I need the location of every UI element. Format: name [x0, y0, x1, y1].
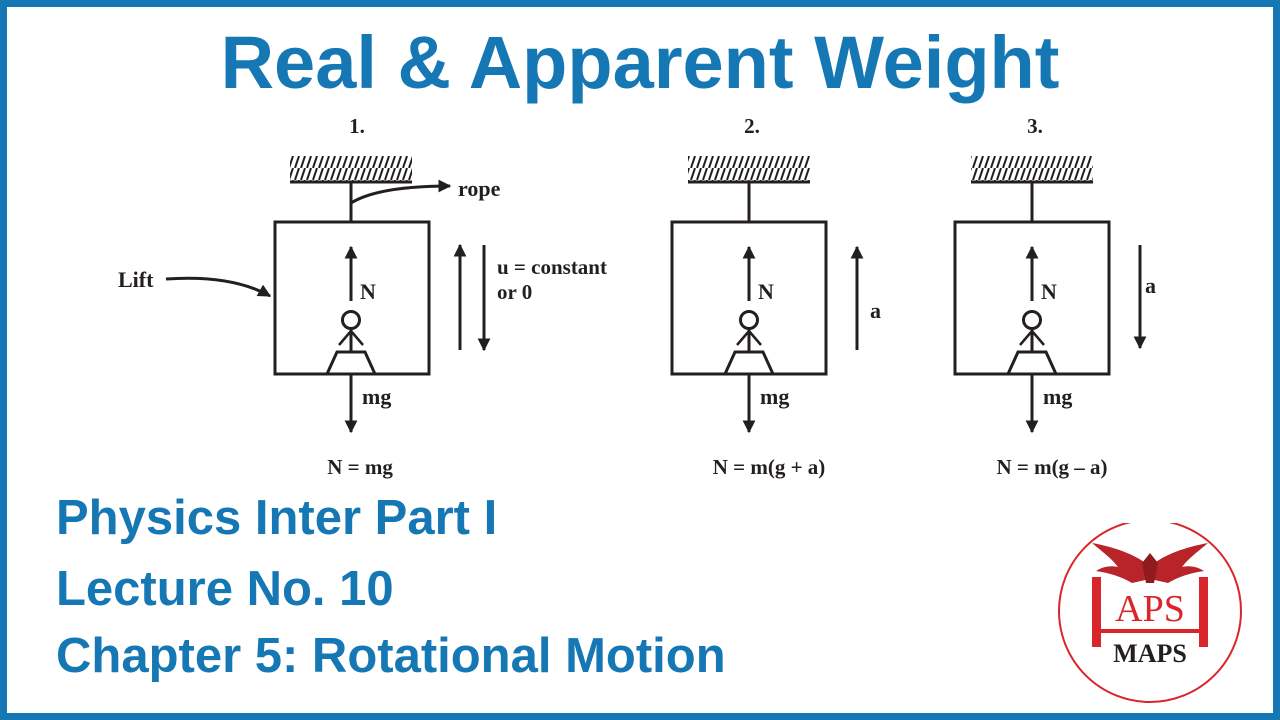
person-leg-left	[1019, 330, 1033, 346]
person-leg-left	[338, 330, 352, 346]
rope-pointer-arrow	[350, 179, 452, 205]
weighing-scale	[722, 350, 776, 376]
logo-name: MAPS	[1113, 639, 1187, 668]
lift-label: Lift	[118, 267, 154, 292]
person-leg-right	[1031, 330, 1045, 346]
weighing-scale	[324, 350, 378, 376]
panel-1-number: 1.	[349, 114, 365, 138]
panel-3: 3. N mg a N = m(g – a)	[953, 114, 1156, 479]
logo-monogram: APS	[1115, 588, 1185, 630]
person-leg-right	[350, 330, 364, 346]
person-head	[1022, 310, 1042, 330]
acceleration-label: a	[870, 298, 881, 323]
rope-label: rope	[458, 176, 501, 201]
weight-label: mg	[362, 384, 391, 409]
normal-force-label: N	[1041, 279, 1057, 304]
velocity-label-line2: or 0	[497, 280, 532, 304]
chapter-title: Chapter 5: Rotational Motion	[56, 629, 726, 683]
panel-3-number: 3.	[1027, 114, 1043, 138]
lift-pointer-arrow	[165, 276, 272, 298]
panel-2-number: 2.	[744, 114, 760, 138]
slide-title: Real & Apparent Weight	[220, 21, 1060, 104]
ceiling-hatch	[971, 156, 1093, 182]
logo-pillar-right	[1199, 577, 1208, 647]
normal-force-label: N	[360, 279, 376, 304]
weight-label: mg	[1043, 384, 1072, 409]
person-head	[739, 310, 759, 330]
acceleration-label: a	[1145, 273, 1156, 298]
ceiling-hatch	[290, 156, 412, 182]
course-title: Physics Inter Part I	[56, 491, 498, 545]
weight-label: mg	[760, 384, 789, 409]
logo-bar	[1092, 629, 1208, 633]
weighing-scale	[1005, 350, 1059, 376]
person-leg-left	[736, 330, 750, 346]
velocity-label-line1: u = constant	[497, 255, 607, 279]
panel-2: 2. N mg a N = m(g + a)	[670, 114, 881, 479]
equation-1: N = mg	[327, 455, 393, 479]
maps-logo: APS MAPS	[1058, 523, 1242, 703]
ceiling-hatch	[688, 156, 810, 182]
person-leg-right	[748, 330, 762, 346]
equation-2: N = m(g + a)	[713, 455, 826, 479]
eagle-icon	[1092, 543, 1208, 583]
panel-1: 1. rope Lift N mg u = constant or 0 N = …	[118, 114, 607, 479]
lecture-number: Lecture No. 10	[56, 562, 394, 616]
normal-force-label: N	[758, 279, 774, 304]
equation-3: N = m(g – a)	[996, 455, 1107, 479]
person-head	[341, 310, 361, 330]
logo-pillar-left	[1092, 577, 1101, 647]
